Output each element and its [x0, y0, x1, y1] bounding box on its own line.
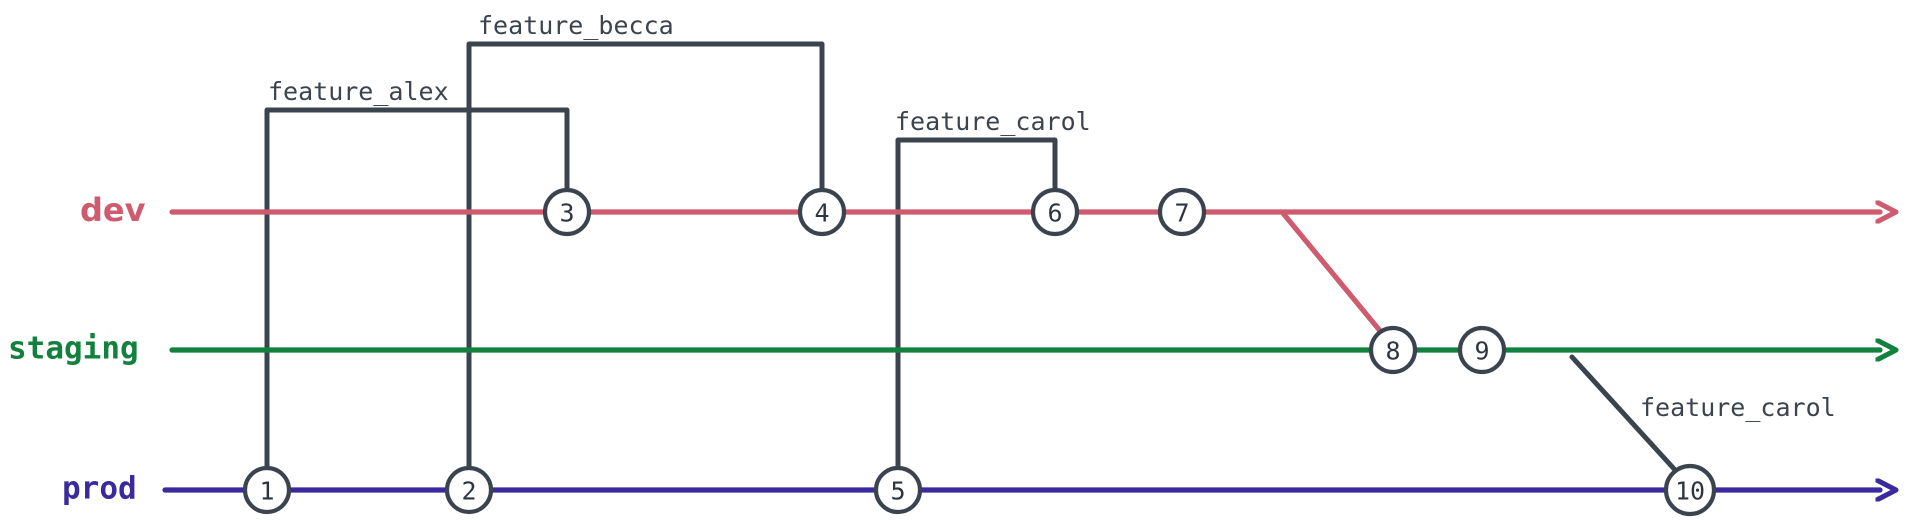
- branch-path-feature_alex: [264, 107, 570, 493]
- commit-node-3[interactable]: 3: [542, 187, 592, 237]
- commit-label-8: 8: [1385, 337, 1400, 366]
- commit-node-5[interactable]: 5: [873, 465, 923, 515]
- commit-label-10: 10: [1675, 477, 1705, 506]
- merge-line-dev-to-staging: [1279, 209, 1384, 335]
- lane-label-dev: dev: [80, 191, 146, 229]
- commit-node-7[interactable]: 7: [1157, 187, 1207, 237]
- commit-node-1[interactable]: 1: [242, 465, 292, 515]
- commit-node-9[interactable]: 9: [1457, 325, 1507, 375]
- commit-circle-9: [1457, 325, 1507, 375]
- branch-path-feature_carol_deploy: [1569, 354, 1679, 474]
- commit-node-group: 1 2 3 4 5 6 7 8 9 10: [242, 187, 1717, 517]
- commit-circle-1: [242, 465, 292, 515]
- branch-label-feature_carol_deploy: feature_carol: [1640, 393, 1836, 422]
- branch-label-feature_becca: feature_becca: [478, 11, 674, 40]
- commit-circle-5: [873, 465, 923, 515]
- branch-path-feature_becca: [466, 41, 825, 493]
- branch-label-group: feature_alexfeature_beccafeature_carolfe…: [268, 11, 1836, 422]
- lane-label-prod: prod: [62, 471, 137, 507]
- branch-path-feature_carol: [895, 137, 1058, 493]
- commit-label-3: 3: [559, 199, 574, 228]
- commit-node-6[interactable]: 6: [1030, 187, 1080, 237]
- commit-label-7: 7: [1174, 199, 1189, 228]
- commit-node-2[interactable]: 2: [444, 465, 494, 515]
- lane-line-group: [162, 212, 1880, 490]
- commit-node-4[interactable]: 4: [797, 187, 847, 237]
- commit-label-2: 2: [461, 477, 476, 506]
- commit-node-8[interactable]: 8: [1368, 325, 1418, 375]
- lane-label-staging: staging: [8, 331, 139, 367]
- branch-label-feature_carol: feature_carol: [895, 107, 1091, 136]
- commit-label-6: 6: [1047, 199, 1062, 228]
- commit-circle-3: [542, 187, 592, 237]
- commit-label-1: 1: [259, 477, 274, 506]
- lane-label-group: dev staging prod: [8, 191, 146, 507]
- branch-label-feature_alex: feature_alex: [268, 77, 449, 106]
- commit-circle-7: [1157, 187, 1207, 237]
- commit-circle-10: [1663, 463, 1717, 517]
- commit-circle-8: [1368, 325, 1418, 375]
- commit-circle-2: [444, 465, 494, 515]
- branch-path-group: [264, 41, 1679, 493]
- commit-label-5: 5: [890, 477, 905, 506]
- commit-node-10[interactable]: 10: [1663, 463, 1717, 517]
- commit-label-4: 4: [814, 199, 829, 228]
- commit-circle-6: [1030, 187, 1080, 237]
- commit-circle-4: [797, 187, 847, 237]
- commit-label-9: 9: [1474, 337, 1489, 366]
- merge-line-group: [1279, 209, 1384, 335]
